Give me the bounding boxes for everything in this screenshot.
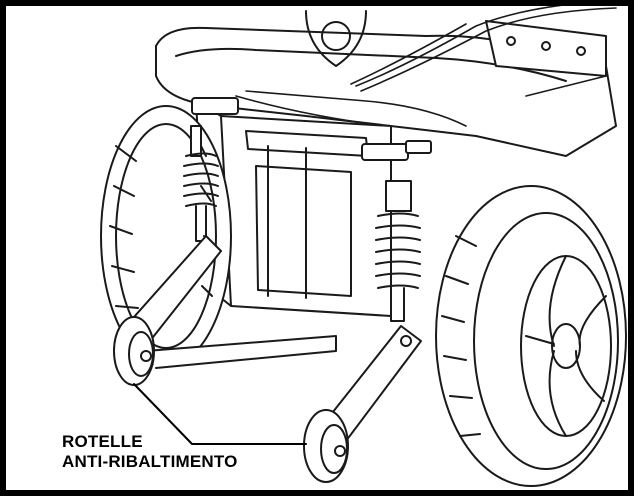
left-anti-tip-wheel — [113, 316, 155, 386]
right-suspension-spring — [375, 180, 421, 322]
callout-label: ROTELLE ANTI-RIBALTIMENTO — [62, 432, 238, 472]
callout-label-line1: ROTELLE — [62, 432, 143, 451]
wheelchair-illustration — [100, 6, 627, 487]
callout-leader-line — [133, 383, 307, 445]
wiring-harness — [235, 6, 617, 127]
right-anti-tip-wheel — [303, 409, 349, 483]
seat-frame — [155, 10, 617, 157]
right-drive-wheel — [435, 185, 627, 487]
callout-label-line2: ANTI-RIBALTIMENTO — [62, 452, 238, 471]
connector-blocks — [191, 97, 432, 161]
left-suspension-spring — [183, 125, 219, 242]
